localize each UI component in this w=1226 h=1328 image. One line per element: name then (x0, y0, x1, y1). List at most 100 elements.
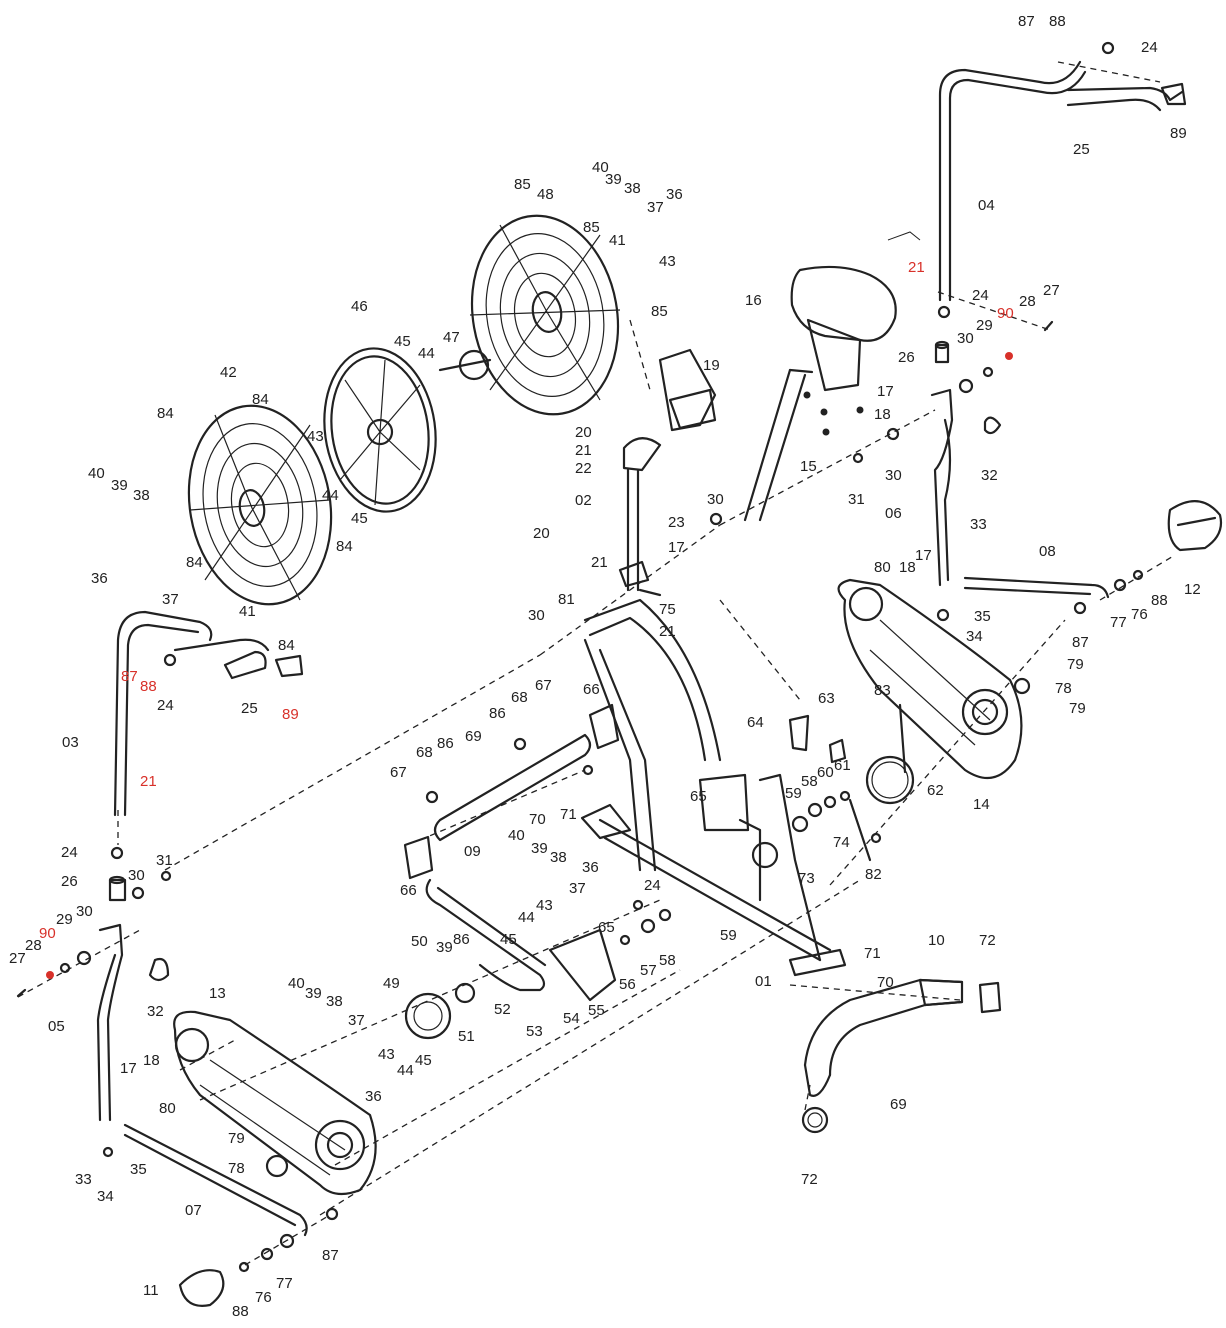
callout-l45-lg: 45 (415, 1052, 432, 1069)
left-pedal-arm (102, 1123, 339, 1307)
callout-l17-c: 17 (668, 539, 685, 556)
callout-l68-b: 68 (416, 744, 433, 761)
callout-l39-m: 39 (436, 939, 453, 956)
callout-l02: 02 (575, 492, 592, 509)
main-frame (580, 588, 847, 977)
callout-l39-m2: 39 (531, 840, 548, 857)
callout-l38-cl: 38 (624, 180, 641, 197)
callout-l86-a: 86 (489, 705, 506, 722)
callout-l28-tr: 28 (1019, 293, 1036, 310)
callout-l84-l: 84 (278, 637, 295, 654)
callout-l44-lg: 44 (397, 1062, 414, 1079)
callout-l75: 75 (659, 601, 676, 618)
callout-l50: 50 (411, 933, 428, 950)
callout-l30-l: 30 (128, 867, 145, 884)
left-fan-guard (187, 404, 333, 606)
callout-l85-cl2: 85 (583, 219, 600, 236)
callout-l43-g: 43 (307, 428, 324, 445)
belt-drive (404, 878, 672, 1040)
callout-l25-tr: 25 (1073, 141, 1090, 158)
callout-l71-b: 71 (864, 945, 881, 962)
callout-l84-g1: 84 (252, 391, 269, 408)
callout-l84-g2: 84 (157, 405, 174, 422)
callout-l68-a: 68 (511, 689, 528, 706)
callout-l42: 42 (220, 364, 237, 381)
callout-l39-lg: 39 (305, 985, 322, 1002)
callout-l66-b: 66 (400, 882, 417, 899)
front-stabilizer (801, 978, 1002, 1134)
callout-l60-r: 60 (817, 764, 834, 781)
callout-l87-l: 87 (121, 668, 138, 685)
callout-l21-l: 21 (140, 773, 157, 790)
callout-l27-tr: 27 (1043, 282, 1060, 299)
callout-l38-m: 38 (550, 849, 567, 866)
callout-l78-tr: 78 (1055, 680, 1072, 697)
callout-l89-tr: 89 (1170, 125, 1187, 142)
callout-l71-a: 71 (560, 806, 577, 823)
callout-l26-tr: 26 (898, 349, 915, 366)
callout-l80-l: 80 (159, 1100, 176, 1117)
callout-l72-b: 72 (801, 1171, 818, 1188)
callout-l44-fw: 44 (418, 345, 435, 362)
seat-assembly (743, 265, 897, 522)
callout-l77-l: 77 (276, 1275, 293, 1292)
callout-l59-r: 59 (785, 785, 802, 802)
callout-l37-lg: 37 (348, 1012, 365, 1029)
callout-l37-cl: 37 (647, 199, 664, 216)
callout-l41-l: 41 (239, 603, 256, 620)
console-stem (618, 348, 723, 592)
callout-l33-l: 33 (75, 1171, 92, 1188)
callout-l39-cl: 39 (605, 171, 622, 188)
callout-l43-cl: 43 (659, 253, 676, 270)
callout-l84-g4: 84 (186, 554, 203, 571)
callout-l06: 06 (885, 505, 902, 522)
callout-l73: 73 (798, 870, 815, 887)
callout-l67-b: 67 (390, 764, 407, 781)
callout-l64: 64 (747, 714, 764, 731)
callout-l34-tr: 34 (966, 628, 983, 645)
callout-l58-m: 58 (659, 952, 676, 969)
callout-l47: 47 (443, 329, 460, 346)
callout-l53: 53 (526, 1023, 543, 1040)
callout-l86-m: 86 (453, 931, 470, 948)
callout-l70-b: 70 (877, 974, 894, 991)
callout-l17-l: 17 (120, 1060, 137, 1077)
callout-l88-l: 88 (140, 678, 157, 695)
callout-l01: 01 (755, 973, 772, 990)
callout-l24-l: 24 (157, 697, 174, 714)
callout-l40-cl: 40 (592, 159, 609, 176)
left-handle-post (16, 846, 172, 1122)
callout-l56: 56 (619, 976, 636, 993)
callout-l12: 12 (1184, 581, 1201, 598)
callout-l21-tr: 21 (908, 259, 925, 276)
callout-l31-l: 31 (156, 852, 173, 869)
callout-l86-b: 86 (437, 735, 454, 752)
callout-l23: 23 (668, 514, 685, 531)
right-pedal-arm (936, 500, 1223, 622)
callout-l85-cl1: 85 (514, 176, 531, 193)
callout-l66-a: 66 (583, 681, 600, 698)
callout-l20-c: 20 (575, 424, 592, 441)
right-handlebar (938, 41, 1187, 302)
callout-l48: 48 (537, 186, 554, 203)
callout-l40-m: 40 (508, 827, 525, 844)
callout-l21-c3: 21 (659, 623, 676, 640)
callout-l24-m: 24 (644, 877, 661, 894)
callout-l31-tr: 31 (848, 491, 865, 508)
callout-l14: 14 (973, 796, 990, 813)
callout-l77-tr: 77 (1110, 614, 1127, 631)
callout-l29-l: 29 (56, 911, 73, 928)
callout-l63: 63 (818, 690, 835, 707)
callout-l18-seat: 18 (874, 406, 891, 423)
right-chain-guard (837, 578, 1031, 780)
callout-l40-lg: 40 (288, 975, 305, 992)
callout-l25-l: 25 (241, 700, 258, 717)
callout-l45-m: 45 (500, 931, 517, 948)
callout-l38-lg: 38 (326, 993, 343, 1010)
callout-l72-a: 72 (979, 932, 996, 949)
callout-l90-l: 90 (39, 925, 56, 942)
callout-l43-lg: 43 (378, 1046, 395, 1063)
callout-l17-seat: 17 (877, 383, 894, 400)
